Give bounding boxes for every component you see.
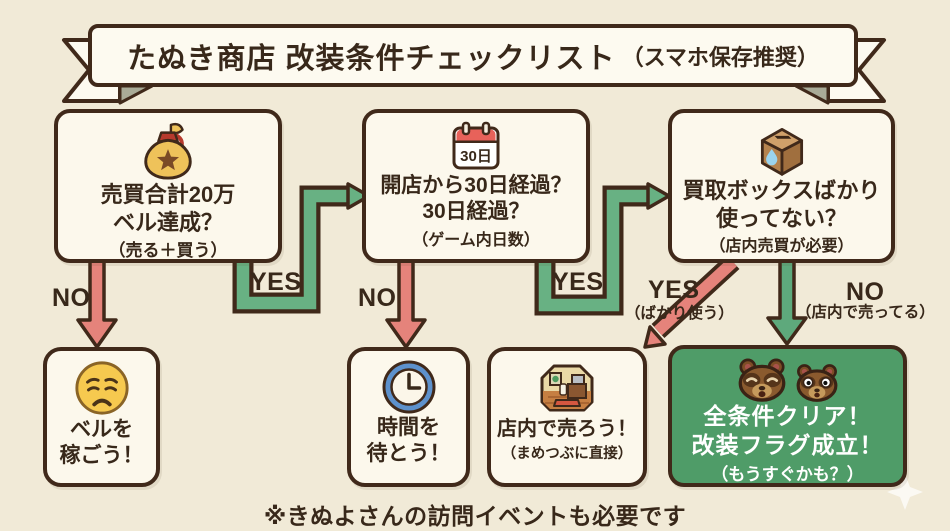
arrow-no-2	[385, 258, 427, 349]
decision-line: 売買合計20万	[100, 182, 236, 207]
arrow-yes-1	[236, 189, 352, 310]
ribbon-fold-left	[118, 84, 154, 105]
arrow-yes-3-head	[643, 325, 667, 349]
arrow-yes-3	[654, 257, 737, 336]
outcome-subtext: （まめつぶに直接）	[501, 446, 633, 462]
outcome-line: 改装フラグ成立！	[691, 431, 884, 458]
arrow-yes-2	[538, 189, 652, 312]
outcome-line: 時間を	[377, 416, 440, 439]
label-yes-1: YES	[250, 268, 302, 296]
label-no-3-sub: （店内で売ってる）	[796, 304, 935, 321]
clock-icon	[382, 360, 435, 414]
title-banner: たぬき商店 改装条件チェックリスト （スマホ保存推奨）	[88, 24, 858, 87]
tanuki-faces-icon	[737, 358, 839, 402]
label-no-2: NO	[358, 284, 397, 312]
tanuki-tommy-icon	[796, 364, 837, 402]
outcome-all-clear: 全条件クリア！ 改装フラグ成立！ （もうすぐかも？）	[668, 345, 907, 487]
decision-30-days: 30日 開店から30日経過？ 30日経過？ （ゲーム内日数）	[362, 109, 590, 263]
decision-bells-total: 売買合計20万 ベル達成？ （売る＋買う）	[54, 109, 282, 263]
shop-interior-icon	[540, 364, 594, 412]
label-yes-3: YES	[648, 276, 700, 304]
footer-note: ※きぬよさんの訪問イベントも必要です	[263, 503, 687, 529]
decision-dropbox-only: 買取ボックスばかり 使ってない？ （店内売買が必要）	[668, 109, 895, 263]
decision-subtext: （ゲーム内日数）	[412, 231, 540, 249]
label-yes-2: YES	[552, 268, 604, 296]
drop-box-icon	[760, 127, 803, 176]
money-bag-icon	[144, 122, 192, 180]
sad-face-icon	[74, 361, 129, 415]
outcome-earn-bells: ベルを 稼ごう！	[43, 347, 160, 487]
arrow-yes-1-head	[346, 182, 371, 210]
outcome-subtext: （もうすぐかも？）	[711, 464, 864, 484]
outcome-line: 待とう！	[366, 442, 451, 466]
page-title: たぬき商店 改装条件チェックリスト	[127, 42, 616, 75]
label-no-1: NO	[52, 284, 91, 312]
outcome-line: ベルを	[70, 418, 133, 441]
outcome-wait-time: 時間を 待とう！	[347, 347, 470, 487]
decision-line: 使ってない？	[716, 205, 847, 231]
decision-subtext: （売る＋買う）	[108, 241, 228, 260]
arrow-no-1	[76, 258, 118, 349]
calendar-icon-label: 30日	[460, 148, 492, 165]
sparkle-icon	[887, 474, 923, 510]
outcome-line: 稼ごう！	[59, 444, 144, 468]
arrow-yes-2-head	[646, 182, 671, 210]
tanuki-timmy-icon	[738, 358, 785, 402]
label-no-3: NO	[846, 278, 885, 306]
decision-line: 買取ボックスばかり	[682, 178, 881, 203]
calendar-icon: 30日	[452, 121, 500, 170]
outcome-sell-in-shop: 店内で売ろう！ （まめつぶに直接）	[487, 347, 647, 487]
outcome-line: 全条件クリア！	[703, 403, 872, 429]
ribbon-fold-right	[794, 84, 830, 105]
arrow-no-3	[766, 258, 808, 346]
decision-line: 30日経過？	[422, 200, 530, 224]
label-yes-3-sub: （ばかり使う）	[625, 305, 734, 322]
decision-subtext: （店内売買が必要）	[709, 238, 854, 255]
outcome-line: 店内で売ろう！	[497, 418, 637, 440]
decision-line: ベル達成？	[112, 209, 223, 235]
decision-line: 開店から30日経過？	[380, 174, 572, 197]
page-subtitle: （スマホ保存推奨）	[621, 44, 819, 70]
